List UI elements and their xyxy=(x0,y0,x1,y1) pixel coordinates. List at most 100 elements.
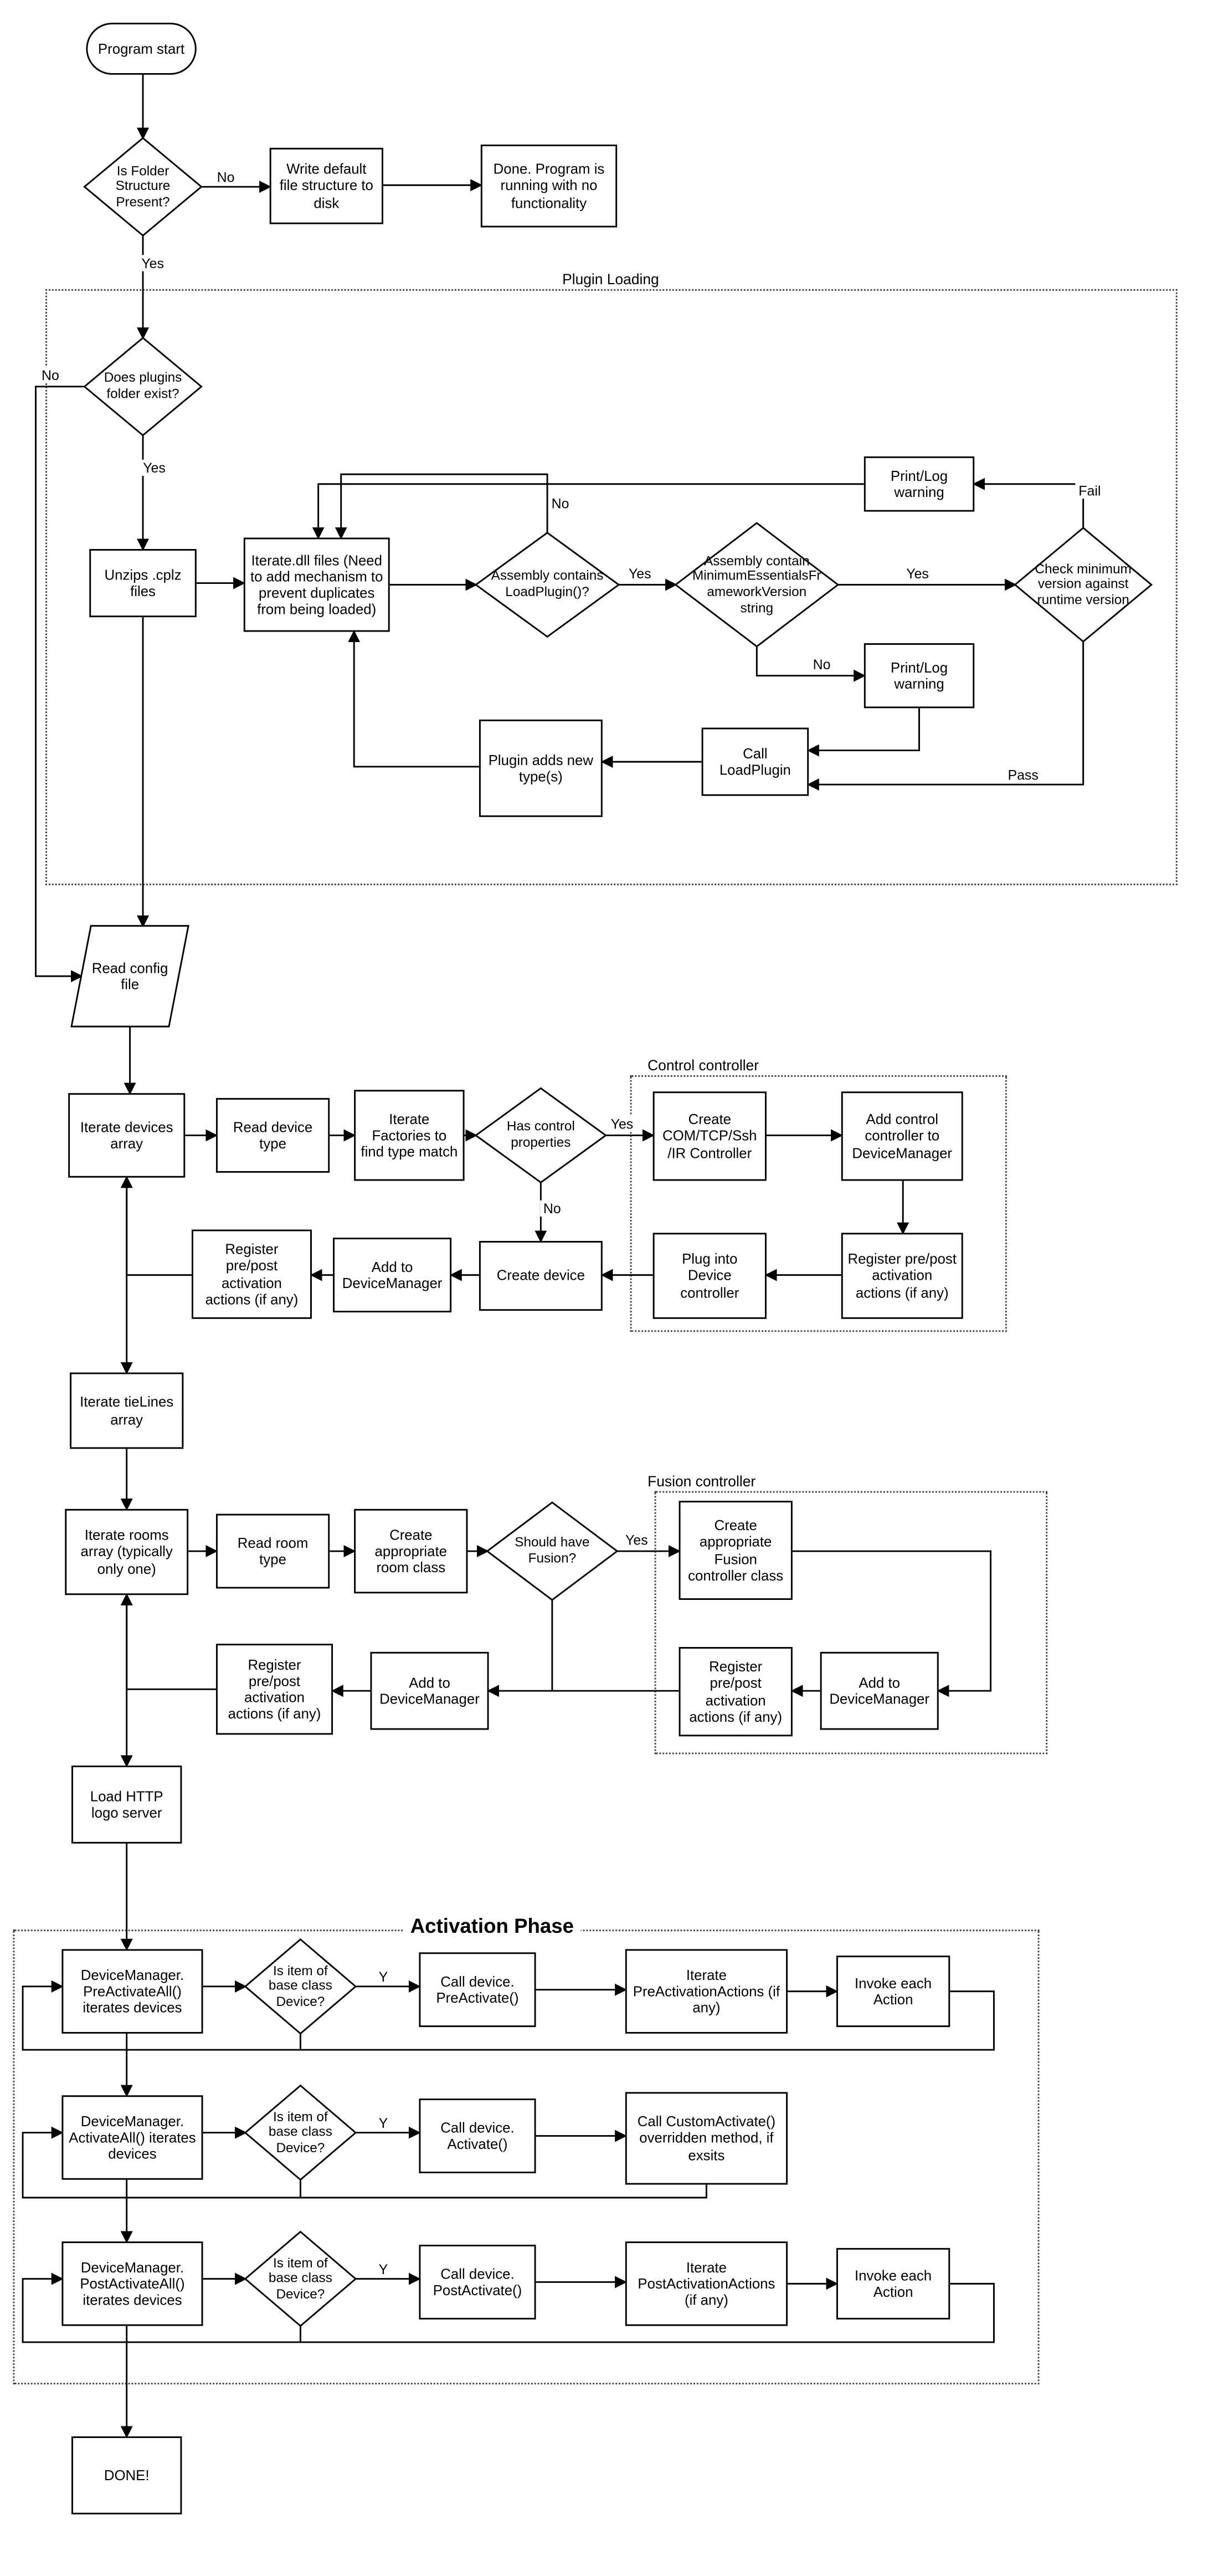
iterate-postactivationactions: Iterate PostActivationActions (if any) xyxy=(625,2241,788,2326)
iterate-rooms-array: Iterate rooms array (typically only one) xyxy=(65,1508,189,1595)
invoke-each-action-2: Invoke each Action xyxy=(836,2247,950,2320)
is-item-base-class-device-2-label: Is item of base class Device? xyxy=(268,2107,332,2156)
is-item-base-class-device-2: Is item of base class Device? xyxy=(245,2086,356,2180)
devicemanager-preactivateall: DeviceManager. PreActivateAll() iterates… xyxy=(61,1949,203,2034)
iterate-dll-files: Iterate.dll files (Need to add mechanism… xyxy=(243,537,390,632)
fusion-controller-group xyxy=(654,1491,1048,1754)
assembly-contains-loadplugin-label: Assembly contains LoadPlugin()? xyxy=(491,567,604,599)
flow-edge-38 xyxy=(792,1550,991,1697)
assembly-contains-version-string-label: Assembly contain MinimumEssentialsFramew… xyxy=(692,552,821,615)
create-device-label: Create device xyxy=(496,1268,585,1284)
plugin-loading-group xyxy=(45,289,1178,885)
is-folder-structure-present-label: Is Folder Structure Present? xyxy=(115,162,171,209)
register-pre-post-actions-control: Register pre/post activation actions (if… xyxy=(841,1233,963,1319)
plugin-loading-group-title: Plugin Loading xyxy=(556,271,666,288)
create-fusion-controller-class-label: Create appropriate Fusion controller cla… xyxy=(688,1517,784,1583)
print-log-warning-bottom: Print/Log warning xyxy=(864,643,975,709)
assembly-contains-loadplugin-shape xyxy=(476,533,619,637)
print-log-warning-bottom-label: Print/Log warning xyxy=(890,659,948,692)
iterate-postactivationactions-label: Iterate PostActivationActions (if any) xyxy=(638,2259,775,2308)
invoke-each-action-1: Invoke each Action xyxy=(836,1956,950,2028)
call-device-postactivate: Call device. PostActivate() xyxy=(419,2245,536,2320)
has-control-properties-label: Has control properties xyxy=(506,1118,575,1150)
print-log-warning-top: Print/Log warning xyxy=(864,456,975,512)
add-to-devicemanager-room-label: Add to DeviceManager xyxy=(379,1674,480,1707)
read-config-file-shape xyxy=(71,926,188,1027)
does-plugins-folder-exist-label: Does plugins folder exist? xyxy=(104,369,182,402)
create-fusion-controller-class: Create appropriate Fusion controller cla… xyxy=(679,1501,793,1600)
load-http-logo-server-label: Load HTTP logo server xyxy=(90,1788,163,1821)
unzips-cplz-files: Unzips .cplz files xyxy=(89,549,197,618)
is-item-base-class-device-1-label: Is item of base class Device? xyxy=(268,1961,332,2009)
program-start: Program start xyxy=(86,23,197,75)
has-control-properties: Has control properties xyxy=(476,1088,606,1182)
call-device-activate-label: Call device. Activate() xyxy=(440,2119,515,2152)
iterate-tielines-array: Iterate tieLines array xyxy=(70,1372,184,1449)
flow-edge-12 xyxy=(972,478,1085,528)
call-loadplugin: Call LoadPlugin xyxy=(701,727,809,796)
is-folder-structure-present-shape xyxy=(84,138,201,235)
register-pre-post-actions-device-label: Register pre/post activation actions (if… xyxy=(205,1241,299,1307)
devicemanager-activateall: DeviceManager. ActivateAll() iterates de… xyxy=(61,2095,203,2180)
call-device-preactivate: Call device. PreActivate() xyxy=(419,1952,536,2028)
write-default-file-structure-label: Write default file structure to disk xyxy=(279,161,373,211)
edge-label-pass-9: Pass xyxy=(1004,766,1042,783)
check-minimum-version-label: Check minimum version against runtime ve… xyxy=(1035,560,1132,607)
flow-edge-8 xyxy=(335,473,548,540)
edge-label-no-4: No xyxy=(548,495,573,512)
add-control-controller-to-devicemanager: Add control controller to DeviceManager xyxy=(841,1091,963,1181)
read-device-type: Read device type xyxy=(215,1098,330,1173)
flow-edge-43 xyxy=(120,1593,216,1690)
iterate-devices-array: Iterate devices array xyxy=(68,1093,186,1178)
done-no-functionality-label: Done. Program is running with no functio… xyxy=(493,161,605,211)
edge-label-yes-12: Yes xyxy=(622,1531,651,1548)
create-device: Create device xyxy=(479,1241,603,1311)
read-config-file: Read config file xyxy=(71,926,188,1027)
flow-edge-63 xyxy=(22,2272,995,2343)
check-minimum-version: Check minimum version against runtime ve… xyxy=(1015,528,1152,642)
create-com-tcp-ssh-ir-controller-label: Create COM/TCP/Ssh /IR Controller xyxy=(662,1111,757,1161)
plug-into-device-controller-label: Plug into Device controller xyxy=(680,1251,739,1301)
add-control-controller-to-devicemanager-label: Add control controller to DeviceManager xyxy=(852,1111,953,1161)
flow-edge-13 xyxy=(312,483,864,540)
is-item-base-class-device-1: Is item of base class Device? xyxy=(245,1939,356,2034)
iterate-rooms-array-label: Iterate rooms array (typically only one) xyxy=(80,1527,173,1577)
call-customactivate: Call CustomActivate() overridden method,… xyxy=(625,2092,788,2185)
assembly-contains-version-string: Assembly contain MinimumEssentialsFramew… xyxy=(676,523,838,646)
write-default-file-structure: Write default file structure to disk xyxy=(269,147,383,224)
plugin-adds-new-types-label: Plugin adds new type(s) xyxy=(488,752,594,785)
load-http-logo-server: Load HTTP logo server xyxy=(71,1766,182,1844)
devicemanager-postactivateall-label: DeviceManager. PostActivateAll() iterate… xyxy=(80,2259,185,2308)
activation-phase-group-title: Activation Phase xyxy=(403,1915,580,1938)
iterate-preactivationactions: Iterate PreActivationActions (if any) xyxy=(625,1949,788,2034)
is-item-base-class-device-3-label: Is item of base class Device? xyxy=(268,2254,332,2301)
call-device-postactivate-label: Call device. PostActivate() xyxy=(433,2265,522,2298)
add-to-devicemanager-fusion-label: Add to DeviceManager xyxy=(829,1674,929,1707)
edge-label-yes-1: Yes xyxy=(138,255,167,271)
edge-label-no-7: No xyxy=(809,656,834,673)
register-pre-post-actions-device: Register pre/post activation actions (if… xyxy=(191,1229,312,1319)
read-device-type-label: Read device type xyxy=(233,1118,313,1152)
iterate-dll-files-label: Iterate.dll files (Need to add mechanism… xyxy=(250,552,383,618)
call-loadplugin-label: Call LoadPlugin xyxy=(719,745,791,778)
check-minimum-version-shape xyxy=(1015,528,1152,642)
assembly-contains-loadplugin: Assembly contains LoadPlugin()? xyxy=(476,533,619,637)
register-pre-post-actions-control-label: Register pre/post activation actions (if… xyxy=(847,1251,957,1301)
add-to-devicemanager-fusion: Add to DeviceManager xyxy=(820,1651,939,1730)
register-pre-post-actions-fusion: Register pre/post activation actions (if… xyxy=(679,1647,793,1737)
edge-label-yes-10: Yes xyxy=(607,1116,637,1132)
devicemanager-activateall-label: DeviceManager. ActivateAll() iterates de… xyxy=(69,2113,196,2162)
devicemanager-postactivateall: DeviceManager. PostActivateAll() iterate… xyxy=(61,2241,203,2326)
flow-edge-4 xyxy=(35,386,85,983)
edge-label-no-11: No xyxy=(540,1200,564,1217)
control-controller-group-title: Control controller xyxy=(641,1057,765,1074)
unzips-cplz-files-label: Unzips .cplz files xyxy=(104,566,182,599)
plug-into-device-controller: Plug into Device controller xyxy=(652,1233,767,1319)
should-have-fusion: Should have Fusion? xyxy=(487,1502,618,1600)
edge-label-yes-6: Yes xyxy=(903,565,932,582)
read-room-type-label: Read room type xyxy=(237,1535,309,1568)
fusion-controller-group-title: Fusion controller xyxy=(641,1473,762,1490)
